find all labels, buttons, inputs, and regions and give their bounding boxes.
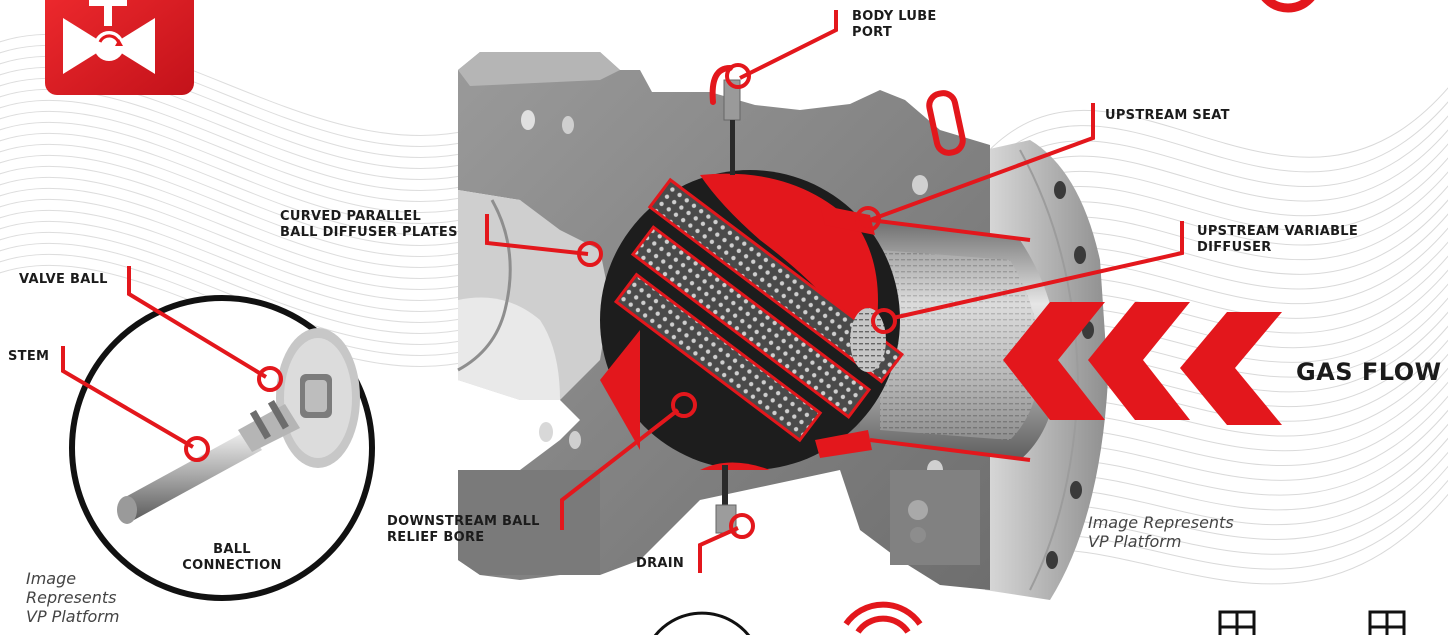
marker-valve-ball	[257, 366, 283, 392]
lifting-lug	[926, 90, 966, 156]
leader-variable-diffuser	[892, 221, 1184, 320]
wave-line-left	[0, 187, 471, 290]
wave-line-left	[0, 220, 471, 323]
window-icon	[1368, 610, 1406, 635]
gas-flow-arrows	[1003, 302, 1282, 425]
wave-line-left	[0, 33, 471, 136]
wave-line-left	[0, 55, 471, 158]
leader-diffuser-plates	[485, 214, 589, 256]
marker-diffuser-plates	[577, 241, 603, 267]
leader-upstream-seat	[869, 103, 1095, 222]
wave-line-left	[0, 165, 471, 268]
wave-line-left	[0, 44, 471, 147]
label-curved-diffuser-plates: CURVED PARALLEL BALL DIFFUSER PLATES	[280, 209, 458, 240]
body-lube-port-fitting	[709, 65, 741, 175]
wave-line-left	[0, 198, 471, 301]
leader-relief-bore	[560, 408, 680, 530]
valve-icon	[45, 0, 194, 95]
ball-connection-part	[276, 328, 360, 468]
marker-upstream-seat	[855, 206, 881, 232]
wave-line-left	[0, 154, 471, 257]
caption-inset: Image Represents VP Platform	[26, 569, 120, 626]
wave-line-right	[979, 100, 1448, 175]
leader-drain	[698, 526, 739, 573]
wave-line-left	[0, 88, 471, 191]
marker-variable-diffuser	[871, 308, 897, 334]
label-drain: DRAIN	[636, 556, 685, 571]
wave-line-right	[979, 86, 1448, 161]
marker-relief-bore	[671, 392, 697, 418]
wave-line-left	[0, 231, 471, 334]
label-downstream-relief-bore: DOWNSTREAM BALL RELIEF BORE	[387, 514, 540, 545]
wave-line-left	[0, 242, 471, 345]
wave-line-left	[0, 209, 471, 312]
leader-stem	[61, 346, 195, 449]
red-badge-partial	[1261, 0, 1315, 13]
label-ball-connection: BALL CONNECTION	[182, 542, 282, 573]
window-icon	[1218, 610, 1256, 635]
wave-line-left	[0, 132, 471, 235]
label-body-lube-port: BODY LUBE PORT	[852, 9, 937, 40]
label-gas-flow: GAS FLOW	[1296, 358, 1442, 386]
leader-body-lube-port	[739, 10, 838, 80]
wave-line-left	[0, 121, 471, 224]
circle-icon	[653, 611, 751, 635]
marker-stem	[184, 436, 210, 462]
wave-line-left	[0, 77, 471, 180]
caption-main: Image Represents VP Platform	[1088, 513, 1234, 551]
marker-drain	[729, 513, 755, 539]
wave-line-left	[0, 99, 471, 202]
marker-body-lube-port	[725, 63, 751, 89]
stem-inset	[69, 295, 375, 601]
wave-line-right	[979, 115, 1448, 189]
leader-lines	[61, 10, 1184, 573]
label-upstream-seat: UPSTREAM SEAT	[1105, 108, 1230, 123]
wifi-signal-icon	[843, 601, 923, 634]
upstream-bore	[860, 218, 1059, 462]
wave-line-left	[0, 176, 471, 279]
bottom-icons	[653, 601, 1406, 635]
wave-line-left	[0, 110, 471, 213]
leader-valve-ball	[127, 266, 268, 379]
label-stem: STEM	[8, 349, 50, 364]
stem-part	[117, 400, 300, 524]
label-upstream-variable-diffuser: UPSTREAM VARIABLE DIFFUSER	[1197, 224, 1359, 255]
wave-line-left	[0, 66, 471, 169]
wave-line-left	[0, 143, 471, 246]
label-valve-ball: VALVE BALL	[19, 272, 108, 287]
